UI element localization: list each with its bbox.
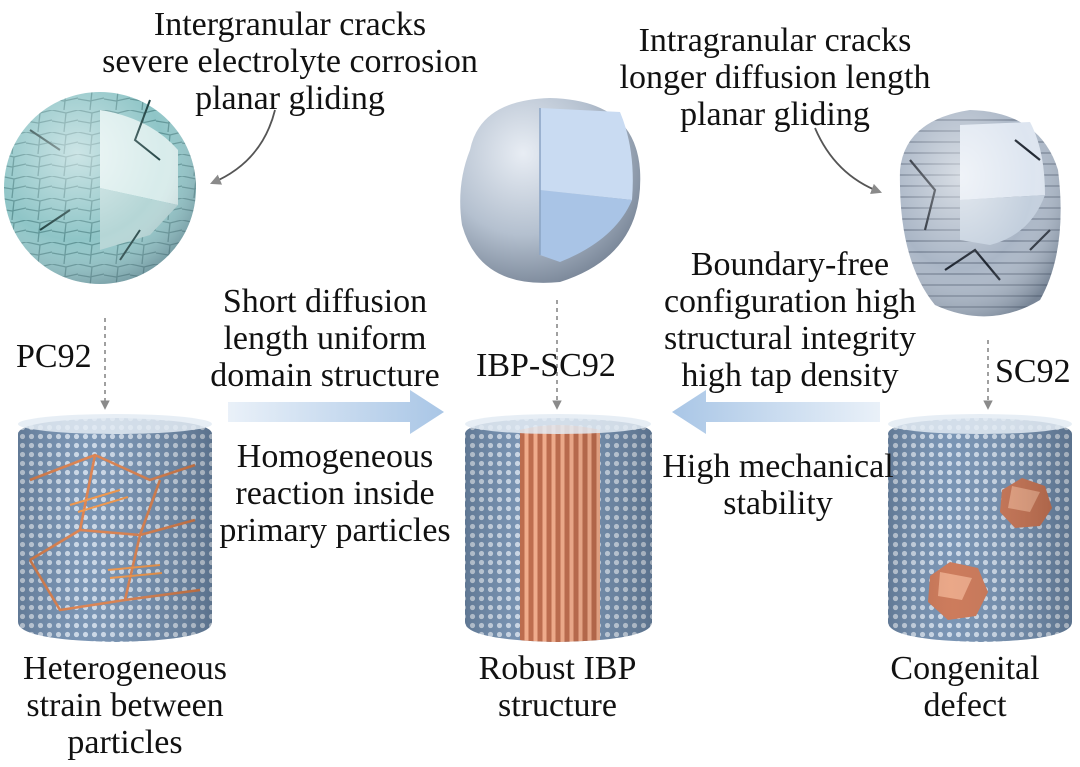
text-line: structural integrity	[640, 320, 940, 357]
blue-arrow-left	[672, 390, 880, 434]
label-pc92: PC92	[16, 338, 92, 375]
caption-line: strain between	[0, 687, 250, 724]
caption-line: severe electrolyte corrosion	[70, 43, 510, 80]
caption-intragranular: Intragranular cracks longer diffusion le…	[605, 22, 945, 133]
caption-line: Intergranular cracks	[70, 6, 510, 43]
caption-robust-ibp: Robust IBP structure	[450, 650, 665, 724]
pc92-lattice-block	[10, 410, 220, 650]
caption-line: Robust IBP	[450, 650, 665, 687]
text-line: primary particles	[200, 512, 470, 549]
caption-line: planar gliding	[70, 80, 510, 117]
text-line: length uniform	[200, 320, 450, 357]
text-line: high tap density	[640, 357, 940, 394]
caption-intergranular: Intergranular cracks severe electrolyte …	[70, 6, 510, 117]
text-boundary-free: Boundary-free configuration high structu…	[640, 246, 940, 394]
text-line: stability	[648, 485, 908, 522]
text-line: domain structure	[200, 357, 450, 394]
callout-arrow-right	[815, 128, 880, 192]
callout-arrow-left	[212, 110, 275, 183]
text-mechanical-stability: High mechanical stability	[648, 448, 908, 522]
text-line: High mechanical	[648, 448, 908, 485]
text-short-diffusion: Short diffusion length uniform domain st…	[200, 283, 450, 394]
caption-line: longer diffusion length	[605, 59, 945, 96]
text-line: configuration high	[640, 283, 940, 320]
text-homogeneous-reaction: Homogeneous reaction inside primary part…	[200, 438, 470, 549]
caption-line: Intragranular cracks	[605, 22, 945, 59]
text-line: Homogeneous	[200, 438, 470, 475]
blue-arrow-right	[228, 390, 444, 434]
caption-heterogeneous-strain: Heterogeneous strain between particles	[0, 650, 250, 761]
caption-line: Heterogeneous	[0, 650, 250, 687]
sc92-lattice-block	[880, 410, 1080, 650]
caption-line: structure	[450, 687, 665, 724]
label-sc92: SC92	[995, 353, 1071, 390]
caption-line: particles	[0, 724, 250, 761]
text-line: Short diffusion	[200, 283, 450, 320]
pc92-particle	[4, 92, 196, 284]
text-line: Boundary-free	[640, 246, 940, 283]
caption-line: defect	[865, 687, 1065, 724]
text-line: reaction inside	[200, 475, 470, 512]
caption-congenital-defect: Congenital defect	[865, 650, 1065, 724]
label-ibp-sc92: IBP-SC92	[476, 347, 616, 384]
caption-line: Congenital	[865, 650, 1065, 687]
caption-line: planar gliding	[605, 96, 945, 133]
ibp-lattice-block	[460, 410, 660, 650]
